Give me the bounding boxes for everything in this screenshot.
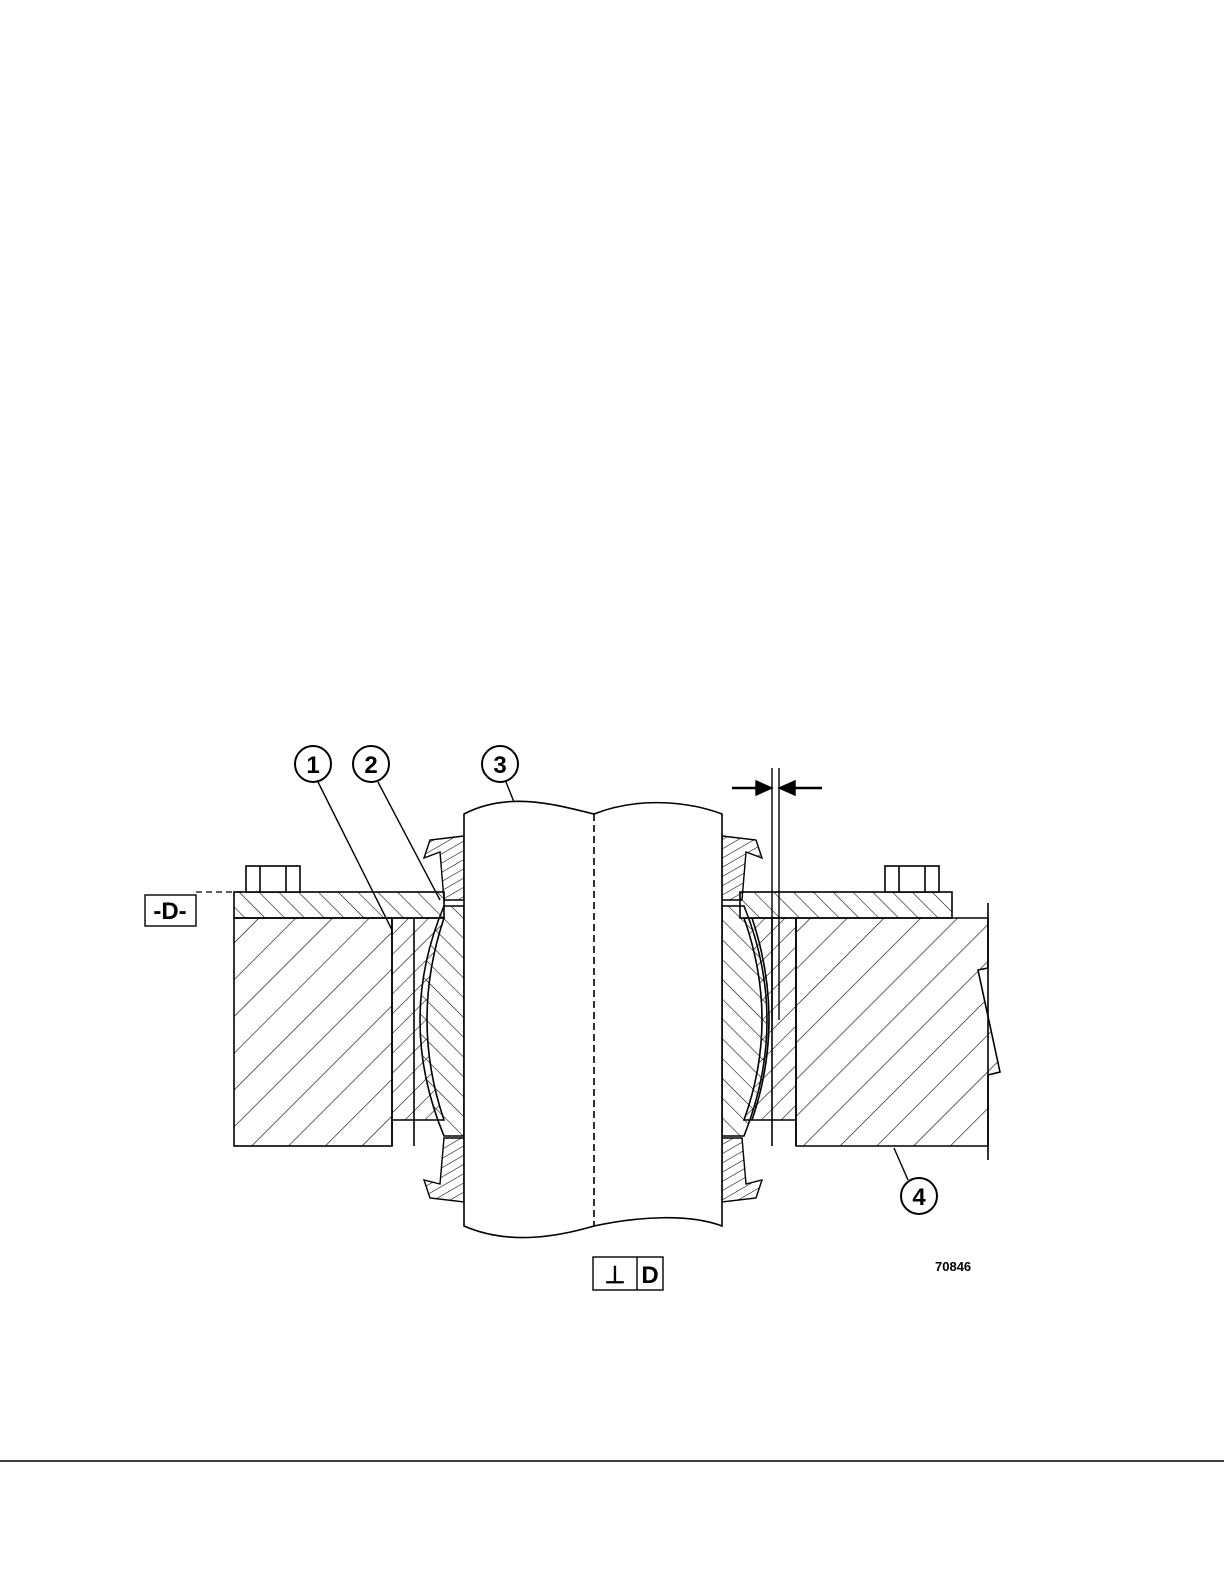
datum-d-label: -D- (153, 898, 186, 925)
perpendicularity-ref: D (641, 1262, 658, 1289)
callout-1-label: 1 (306, 752, 319, 779)
callout-3-label: 3 (493, 752, 506, 779)
callout-4-label: 4 (912, 1184, 926, 1211)
callout-3: 3 (482, 746, 518, 802)
seal-top-left (424, 836, 464, 900)
top-plate-left (234, 892, 444, 918)
seal-bottom-right (722, 1138, 762, 1202)
seal-top-right (722, 836, 762, 900)
callout-2-label: 2 (364, 752, 377, 779)
bolt-left (246, 866, 300, 892)
seal-bottom-left (424, 1138, 464, 1202)
perpendicularity-symbol: ⊥ (605, 1262, 626, 1289)
housing-right (796, 903, 1000, 1160)
callout-4: 4 (894, 1148, 937, 1214)
bolt-right (885, 866, 939, 892)
figure-number: 70846 (935, 1259, 971, 1274)
shaft (464, 801, 722, 1237)
perpendicularity-frame: ⊥ D (593, 1257, 663, 1290)
housing-left (234, 918, 392, 1146)
datum-d: -D- (145, 892, 246, 926)
